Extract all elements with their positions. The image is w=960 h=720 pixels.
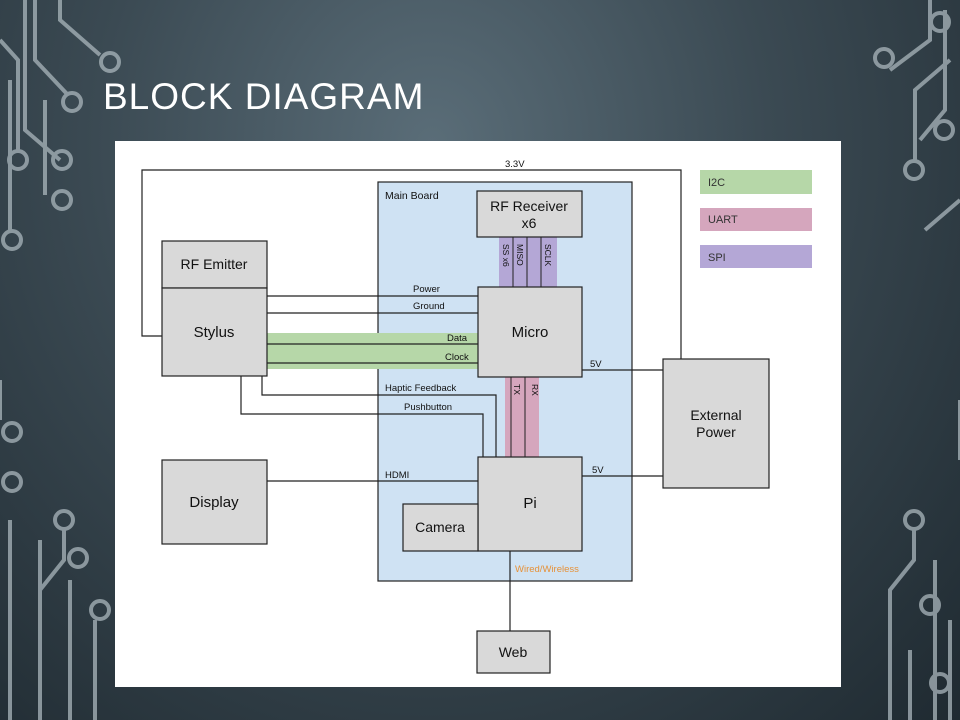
- stylus-block: [161, 287, 268, 377]
- label-haptic-feedback: Haptic Feedback: [385, 383, 457, 394]
- legend-label-uart: UART: [708, 214, 738, 226]
- rf-receiver-label-line2: x6: [522, 215, 537, 231]
- rf-emitter-block: [161, 240, 268, 289]
- block-diagram: Main Board 3.3V SS x6 MISO SCLK TX RX Po…: [141, 159, 812, 674]
- slide-title: BLOCK DIAGRAM: [103, 76, 425, 117]
- legend-label-i2c: I2C: [708, 177, 725, 189]
- rf-receiver-block: [476, 190, 583, 238]
- label-3v3: 3.3V: [505, 159, 525, 170]
- label-ground: Ground: [413, 301, 445, 312]
- label-clock: Clock: [445, 352, 469, 363]
- rf-emitter-label: RF Emitter: [181, 256, 248, 272]
- label-rx: RX: [530, 384, 540, 396]
- display-label: Display: [189, 494, 239, 511]
- label-5v-pi: 5V: [592, 465, 604, 476]
- label-wired-wireless: Wired/Wireless: [515, 564, 579, 575]
- rf-receiver-label-line1: RF Receiver: [490, 198, 568, 214]
- camera-block: [402, 503, 479, 552]
- label-tx: TX: [512, 384, 522, 395]
- pi-block: [477, 456, 583, 552]
- pi-label: Pi: [523, 495, 536, 512]
- display-block: [161, 459, 268, 545]
- web-label: Web: [499, 644, 528, 660]
- label-hdmi: HDMI: [385, 470, 409, 481]
- external-power-block: [662, 358, 770, 489]
- block-diagram-panel: Main Board 3.3V SS x6 MISO SCLK TX RX Po…: [115, 141, 841, 687]
- web-block: [476, 630, 551, 674]
- label-miso: MISO: [515, 244, 525, 266]
- label-5v-micro: 5V: [590, 359, 602, 370]
- external-power-label-line2: Power: [696, 424, 736, 440]
- label-power: Power: [413, 284, 440, 295]
- spi-bus: [499, 237, 557, 287]
- stylus-label: Stylus: [194, 324, 235, 341]
- wire-3v3: [141, 169, 682, 359]
- legend-label-spi: SPI: [708, 252, 726, 264]
- camera-label: Camera: [415, 519, 465, 535]
- wire-haptic-feedback: [261, 376, 497, 457]
- wire-pushbutton: [240, 376, 484, 457]
- label-pushbutton: Pushbutton: [404, 402, 452, 413]
- label-sclk: SCLK: [543, 244, 553, 267]
- micro-label: Micro: [512, 324, 549, 341]
- label-data: Data: [447, 333, 468, 344]
- external-power-label-line1: External: [690, 407, 741, 423]
- main-board-label: Main Board: [385, 190, 439, 202]
- micro-block: [477, 286, 583, 378]
- legend-swatch-spi: [700, 245, 812, 268]
- label-ss: SS x6: [501, 244, 511, 267]
- legend-swatch-i2c: [700, 170, 812, 194]
- legend-swatch-uart: [700, 208, 812, 231]
